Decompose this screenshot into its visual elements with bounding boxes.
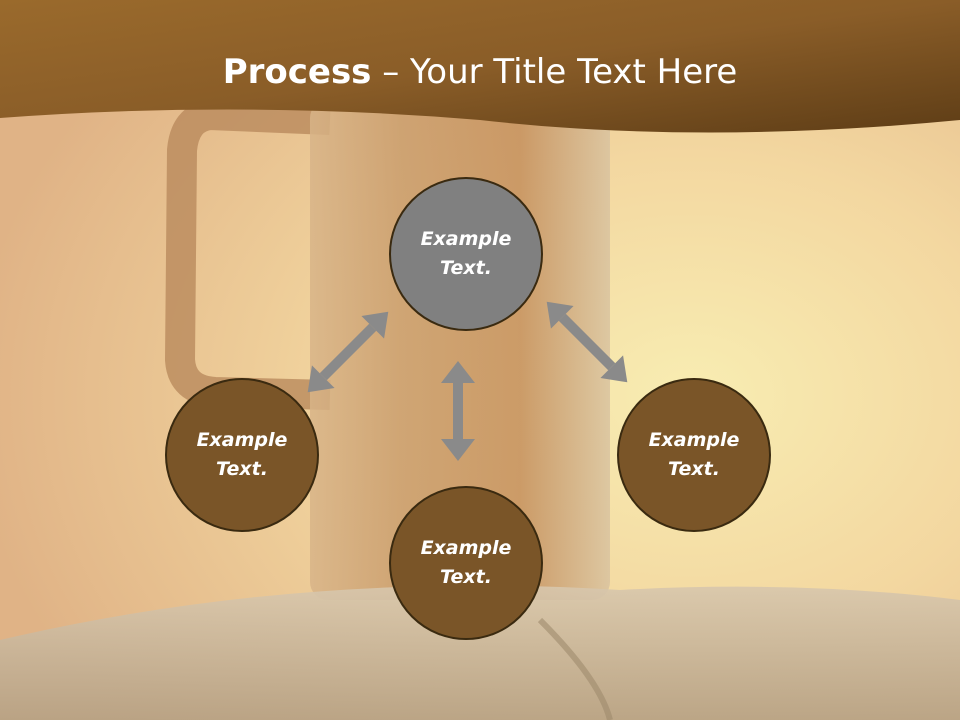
node-label: Example Text. [648, 429, 740, 480]
process-node-top: Example Text. [389, 177, 543, 331]
process-node-right: Example Text. [617, 378, 771, 532]
node-label: Example Text. [420, 537, 512, 588]
arrow-vertical [441, 361, 475, 461]
node-label: Example Text. [196, 429, 288, 480]
arrow-top-right [546, 301, 628, 383]
process-node-bottom: Example Text. [389, 486, 543, 640]
process-node-left: Example Text. [165, 378, 319, 532]
header-band [0, 0, 960, 133]
arrow-top-left [307, 311, 389, 393]
slide-title: Process – Your Title Text Here [0, 52, 960, 92]
title-bold: Process [222, 52, 372, 92]
arrows [307, 301, 628, 461]
title-rest: – Your Title Text Here [371, 52, 738, 92]
node-label: Example Text. [420, 228, 512, 279]
